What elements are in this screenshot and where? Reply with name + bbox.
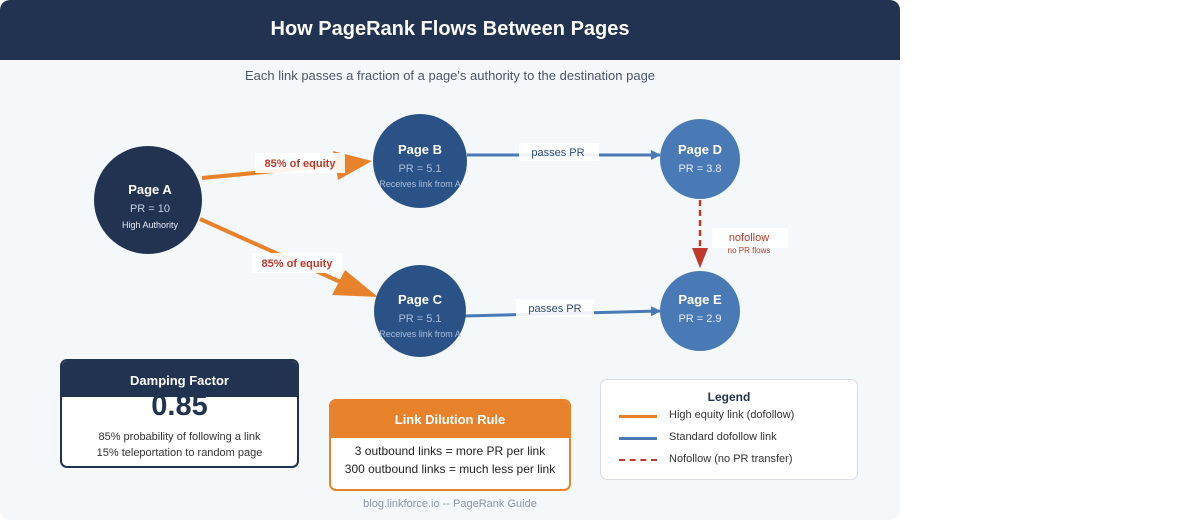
legend-label-high-equity: High equity link (dofollow) xyxy=(669,409,795,421)
node-page-a-note: High Authority xyxy=(122,220,179,230)
diagram-card: How PageRank Flows Between Pages Each li… xyxy=(0,0,900,510)
node-page-c: Page C PR = 5.1 Receives link from A xyxy=(374,265,466,357)
damping-factor-line-2: 15% teleportation to random page xyxy=(96,447,263,459)
damping-factor-title: Damping Factor xyxy=(62,361,297,397)
node-page-d: Page D PR = 3.8 xyxy=(660,119,740,199)
legend-label-dofollow: Standard dofollow link xyxy=(669,431,777,443)
edge-a-b-label: 85% of equity xyxy=(265,158,337,170)
edge-a-c: 85% of equity xyxy=(199,217,378,297)
node-page-b: Page B PR = 5.1 Receives link from A xyxy=(373,114,467,208)
legend-swatch-red-dashed xyxy=(619,459,657,461)
page-subtitle: Each link passes a fraction of a page's … xyxy=(244,68,656,83)
node-page-c-note: Receives link from A xyxy=(379,329,461,339)
footer-credit: blog.linkforce.io -- PageRank Guide xyxy=(363,498,537,510)
edge-c-e-label: passes PR xyxy=(528,303,581,315)
node-page-b-name: Page B xyxy=(398,142,442,157)
node-page-d-pr: PR = 3.8 xyxy=(678,163,721,175)
link-dilution-line-1: 3 outbound links = more PR per link xyxy=(354,444,546,458)
legend-swatch-orange xyxy=(619,415,657,418)
node-page-c-pr: PR = 5.1 xyxy=(398,313,441,325)
edge-d-e-sublabel: no PR flows xyxy=(728,246,771,255)
node-page-b-pr: PR = 5.1 xyxy=(398,163,441,175)
node-page-e-pr: PR = 2.9 xyxy=(678,313,721,325)
edge-b-d-label: passes PR xyxy=(531,147,584,159)
link-dilution-box: Link Dilution Rule 3 outbound links = mo… xyxy=(329,399,571,491)
legend-label-nofollow: Nofollow (no PR transfer) xyxy=(669,453,793,465)
node-page-b-note: Receives link from A xyxy=(379,179,461,189)
node-page-a-name: Page A xyxy=(128,182,172,197)
legend: Legend High equity link (dofollow) Stand… xyxy=(600,379,858,480)
node-page-a: Page A PR = 10 High Authority xyxy=(94,146,202,254)
damping-factor-box: Damping Factor 0.85 85% probability of f… xyxy=(60,359,299,468)
node-page-d-name: Page D xyxy=(678,142,722,157)
edge-d-e-nofollow: nofollow no PR flows xyxy=(692,200,788,268)
damping-factor-line-1: 85% probability of following a link xyxy=(98,431,261,443)
link-dilution-title: Link Dilution Rule xyxy=(331,401,569,438)
damping-factor-value: 0.85 xyxy=(151,390,208,422)
edge-a-c-label: 85% of equity xyxy=(262,258,334,270)
edge-d-e-label: nofollow xyxy=(729,232,769,244)
node-page-e-name: Page E xyxy=(678,292,722,307)
legend-title: Legend xyxy=(707,390,751,404)
legend-swatch-blue xyxy=(619,437,657,440)
pagerank-diagram: 85% of equity 85% of equity passes PR pa… xyxy=(94,114,788,357)
node-page-e: Page E PR = 2.9 xyxy=(660,271,740,351)
link-dilution-line-2: 300 outbound links = much less per link xyxy=(344,462,556,476)
node-page-a-pr: PR = 10 xyxy=(130,203,170,215)
header-bar xyxy=(0,0,900,60)
node-page-c-name: Page C xyxy=(398,292,443,307)
edge-c-e: passes PR xyxy=(463,299,661,318)
page-title: How PageRank Flows Between Pages xyxy=(270,18,630,40)
edge-b-d: passes PR xyxy=(467,143,661,161)
edge-a-b: 85% of equity xyxy=(201,151,372,180)
